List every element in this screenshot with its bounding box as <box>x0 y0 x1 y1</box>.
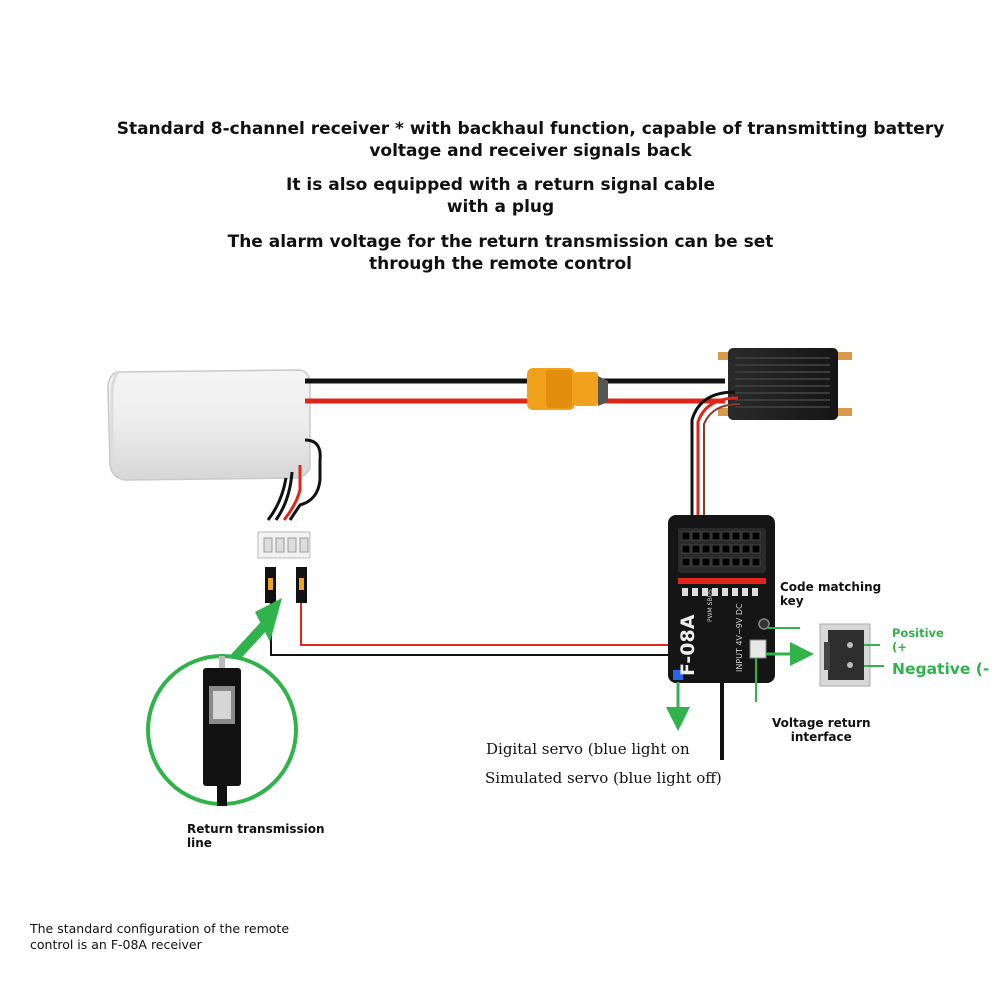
status-led <box>673 670 683 680</box>
receiver-model: F-08A <box>677 614 699 676</box>
heading-line-1: Standard 8-channel receiver * with backh… <box>116 119 945 161</box>
digital-servo-label: Digital servo (blue light on <box>486 740 690 758</box>
esc-icon <box>718 348 852 420</box>
negative-label: Negative (- <box>892 660 990 678</box>
code-matching-label: Code matching key <box>780 580 882 608</box>
heading-line-2: It is also equipped with a return signal… <box>286 175 715 217</box>
receiver-pwm-label: PWM SBUS <box>707 589 714 622</box>
voltage-return-label: Voltage return interface <box>772 716 871 744</box>
battery-icon <box>107 369 311 481</box>
receiver-input-label: INPUT 4V~9V DC <box>735 603 744 672</box>
heading-line-3: The alarm voltage for the return transmi… <box>227 232 774 274</box>
servo-plug-icon <box>265 567 307 603</box>
footer-note: The standard configuration of the remote… <box>30 921 290 952</box>
jst-plug-icon <box>819 623 871 687</box>
return-line-zoom <box>146 654 298 806</box>
balance-lead <box>257 438 322 559</box>
xt60-connector-icon <box>527 368 608 410</box>
simulated-servo-label: Simulated servo (blue light off) <box>485 769 722 787</box>
code-matching-key <box>758 618 770 630</box>
return-line-label: Return transmission line <box>187 822 325 850</box>
positive-label: Positive (+ <box>892 626 944 654</box>
receiver-icon: F-08A PWM SBUS INPUT 4V~9V DC <box>668 515 775 683</box>
power-wires <box>305 378 725 404</box>
